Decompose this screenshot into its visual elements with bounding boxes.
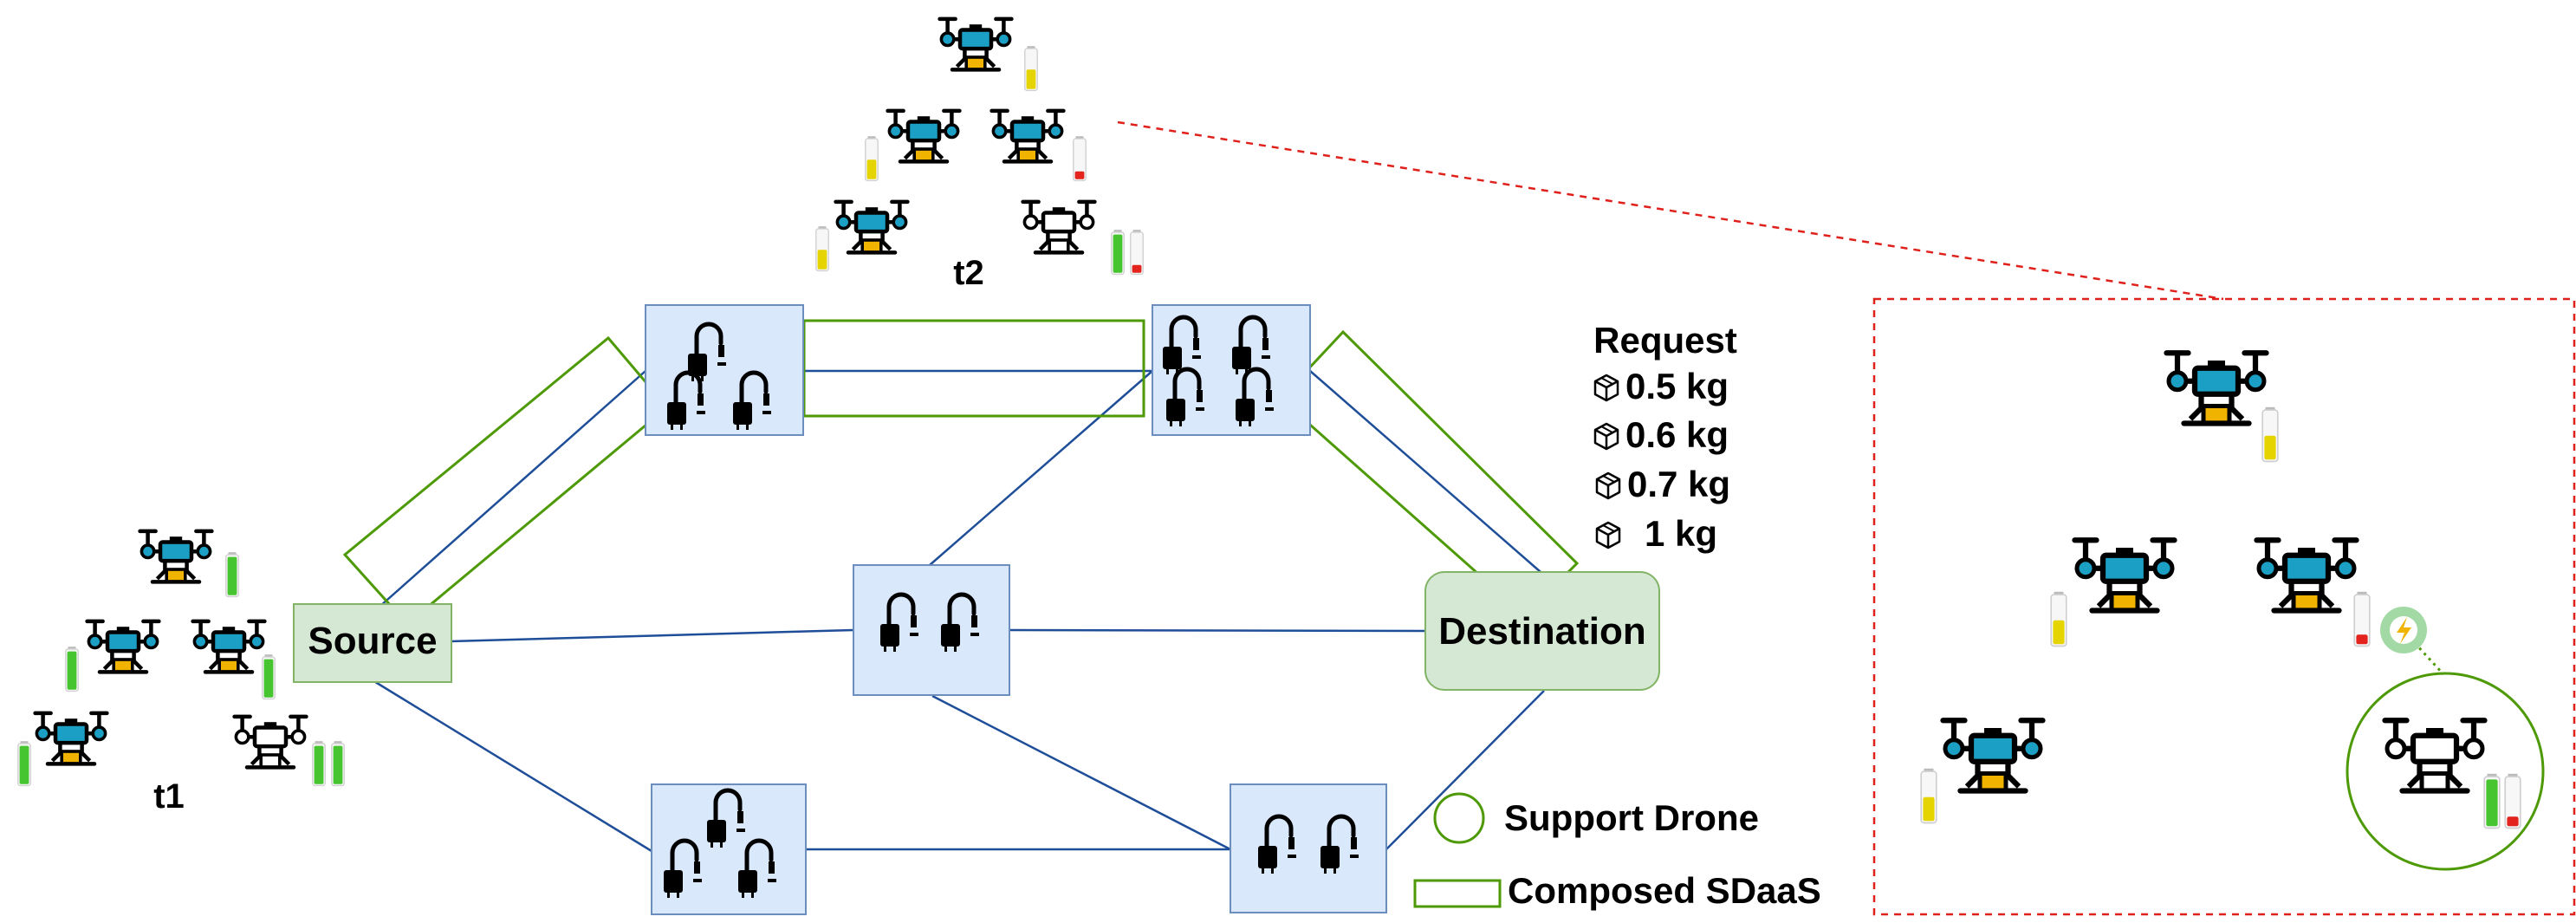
drone-icon	[836, 202, 908, 253]
drone-icon	[992, 111, 1064, 161]
zoom-callout	[1117, 120, 2576, 916]
composed-segment	[1278, 329, 1580, 618]
battery-icon	[2353, 590, 2371, 647]
charging-badge	[2380, 607, 2427, 653]
source-label: Source	[308, 620, 437, 662]
drone-icon	[888, 111, 960, 161]
drone-icon	[140, 531, 212, 582]
legend: Support Drone Composed SDaaS	[1413, 792, 1821, 911]
battery-icon	[2261, 406, 2279, 463]
request-title: Request	[1593, 320, 1737, 361]
request-package-weight: 0.7 kg	[1627, 464, 1730, 504]
station-node-5	[1230, 783, 1387, 913]
edge	[379, 370, 646, 608]
battery-icon	[65, 646, 79, 692]
legend-support-drone-swatch	[1433, 792, 1485, 844]
edge	[1309, 370, 1541, 573]
legend-support-drone-label: Support Drone	[1504, 797, 1759, 838]
drone-icon	[36, 713, 107, 764]
station-node-4	[651, 783, 807, 915]
battery-icon	[312, 740, 326, 787]
network-edges	[372, 369, 1545, 853]
zoom-frame	[1872, 297, 2576, 916]
battery-icon	[1111, 229, 1125, 276]
battery-icon	[1130, 229, 1144, 276]
support-drone-icon	[235, 717, 307, 768]
drone-icon	[193, 621, 265, 673]
edge	[372, 679, 652, 853]
drone-icon	[940, 19, 1012, 70]
drone-icon	[2075, 540, 2175, 610]
drone-icon	[1943, 720, 2043, 790]
drone-icon	[2257, 540, 2357, 610]
battery-icon	[2483, 772, 2501, 829]
battery-icon	[262, 653, 276, 700]
swarm-t2: t2	[815, 19, 1144, 292]
request-package-weight: 0.5 kg	[1625, 366, 1729, 406]
support-drone-icon	[2385, 720, 2485, 790]
battery-icon	[17, 740, 31, 787]
support-drone-icon	[1023, 202, 1095, 253]
battery-icon	[815, 225, 829, 272]
station-node-1	[645, 304, 804, 436]
source-node: Source	[293, 603, 452, 683]
zoom-connector	[1117, 120, 2224, 301]
composed-segment	[802, 319, 1145, 418]
station-node-2	[1152, 304, 1311, 436]
support-drone-ring	[2346, 672, 2545, 871]
battery-icon	[1920, 767, 1937, 824]
edge	[1007, 628, 1426, 633]
battery-icon	[2504, 772, 2521, 829]
battery-icon	[2050, 590, 2067, 647]
package-icon	[1593, 374, 1619, 402]
battery-icon	[865, 135, 879, 182]
station-node-3	[853, 564, 1010, 696]
destination-node: Destination	[1424, 571, 1660, 691]
battery-icon	[331, 740, 345, 787]
time-label-t2: t2	[953, 254, 984, 292]
request-package-weight: 0.6 kg	[1625, 414, 1729, 455]
package-icon	[1595, 521, 1621, 549]
edge	[1385, 690, 1545, 850]
edge	[931, 694, 1231, 851]
drone-icon	[88, 621, 159, 673]
battery-icon	[1024, 45, 1038, 92]
composed-segment	[342, 335, 670, 627]
drone-icon	[2167, 353, 2267, 423]
destination-label: Destination	[1438, 610, 1646, 653]
legend-composed-sdaas-swatch	[1413, 879, 1502, 908]
legend-composed-sdaas-label: Composed SDaaS	[1508, 870, 1821, 911]
request-package-weight: 1 kg	[1645, 513, 1717, 554]
swarm-t1: t1	[17, 531, 345, 816]
package-icon	[1595, 471, 1621, 500]
request-panel: Request 0.5 kg 0.6 kg 0.7 kg 1 kg	[1593, 320, 1737, 554]
lightning-icon	[2397, 617, 2411, 644]
battery-icon	[225, 551, 239, 598]
edge	[929, 370, 1153, 566]
time-label-t1: t1	[153, 777, 185, 816]
battery-icon	[1073, 135, 1087, 182]
package-icon	[1593, 422, 1619, 451]
edge	[450, 628, 854, 643]
